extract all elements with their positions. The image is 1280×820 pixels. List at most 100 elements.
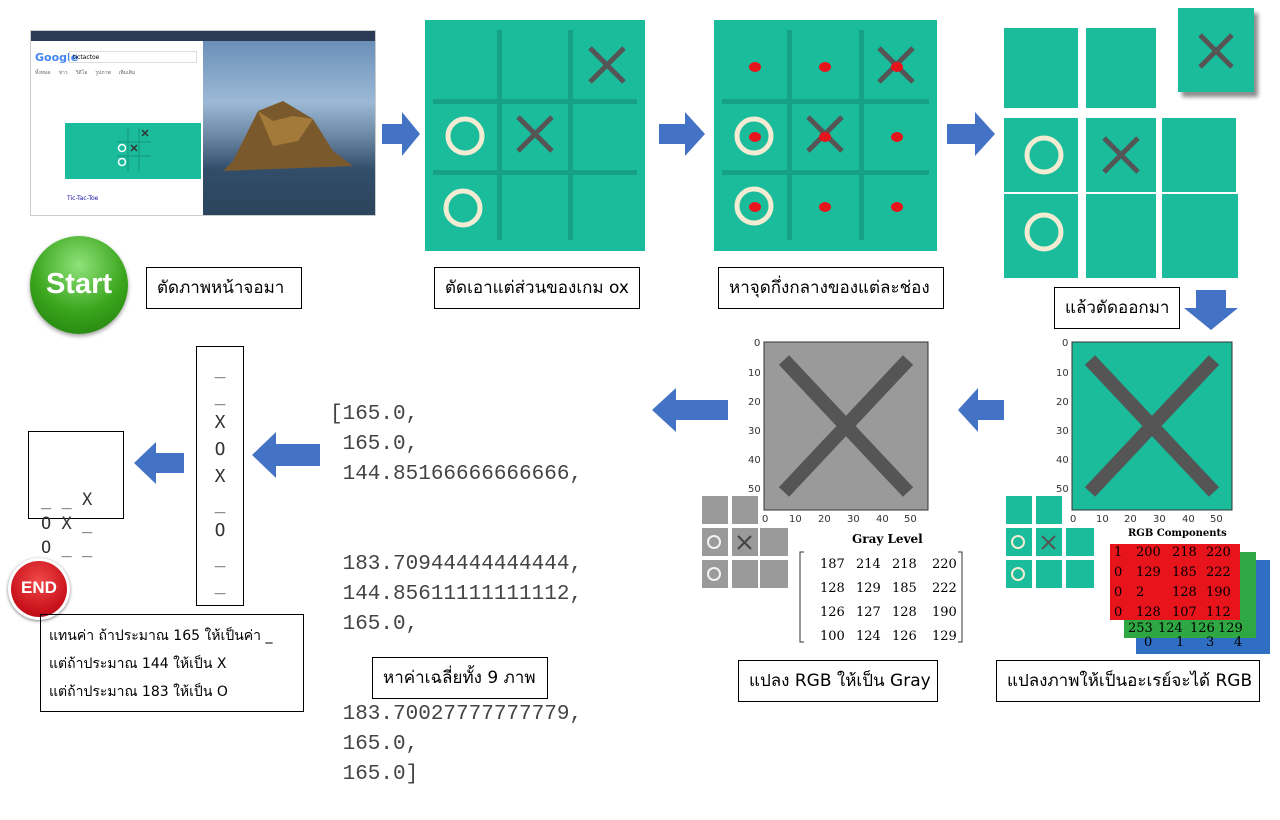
svg-text:0: 0	[754, 338, 760, 349]
svg-text:40: 40	[1182, 514, 1195, 525]
svg-text:0: 0	[1070, 514, 1076, 525]
rgb-red-cell: 220	[1206, 545, 1231, 560]
rgb-green-cell: 253	[1128, 621, 1153, 636]
svg-text:50: 50	[748, 484, 761, 495]
google-logo: Google	[35, 51, 79, 64]
rgb-green-cell: 129	[1218, 621, 1243, 636]
gray-matrix-cell: 129	[932, 629, 957, 644]
svg-text:20: 20	[1124, 514, 1137, 525]
arrow-left-3	[252, 432, 320, 478]
gray-title: Gray Level	[852, 532, 923, 546]
o-mark	[445, 116, 485, 156]
arrow-left-4	[134, 442, 184, 484]
start-label: Start	[45, 268, 113, 300]
gray-matrix-cell: 128	[892, 605, 917, 620]
rgb-green-cell: 126	[1190, 621, 1215, 636]
svg-text:20: 20	[818, 514, 831, 525]
rgb-red-cell: 128	[1172, 585, 1197, 600]
x-mark	[588, 46, 626, 84]
end-button: END	[8, 558, 70, 620]
gray-matrix-cell: 185	[892, 581, 917, 596]
rgb-title: RGB Components	[1128, 528, 1227, 539]
svg-text:20: 20	[1056, 397, 1069, 408]
gray-matrix-cell: 124	[856, 629, 881, 644]
search-input[interactable]: tictactoe	[69, 51, 197, 63]
center-dots	[749, 62, 903, 212]
gray-matrix-cell: 214	[856, 557, 881, 572]
rgb-red-cell: 185	[1172, 565, 1197, 580]
step7-label: หาค่าเฉลี่ยทั้ง 9 ภาพ	[372, 657, 548, 699]
rgb-red-cell: 2	[1136, 585, 1144, 600]
tab-more[interactable]: เพิ่มเติม	[118, 70, 136, 76]
svg-text:0: 0	[762, 514, 768, 525]
gray-matrix-cell: 187	[820, 557, 845, 572]
tab-news[interactable]: ข่าว	[58, 70, 68, 76]
rgb-red-cell: 200	[1136, 545, 1161, 560]
svg-text:50: 50	[1056, 484, 1069, 495]
result-title[interactable]: Tic-Tac-Toe	[67, 195, 99, 202]
rgb-red-cell: 107	[1172, 605, 1197, 620]
rgb-red-cell: 129	[1136, 565, 1161, 580]
averages-list: [165.0, 165.0, 144.85166666666666, 183.7…	[330, 403, 583, 786]
gray-matrix-cell: 128	[820, 581, 845, 596]
gray-matrix-cell: 190	[932, 605, 957, 620]
tab-all[interactable]: ทั้งหมด	[35, 70, 51, 76]
svg-text:10: 10	[1056, 368, 1069, 379]
rgb-small-grid	[1006, 496, 1094, 588]
svg-text:30: 30	[748, 426, 761, 437]
rgb-blue-cell: 4	[1234, 635, 1242, 650]
rgb-red-cell: 190	[1206, 585, 1231, 600]
mapping-note: แทนค่า ถ้าประมาณ 165 ให้เป็นค่า _ แต่ถ้า…	[40, 614, 304, 712]
arrow-right-2	[659, 112, 705, 156]
gray-matrix-cell: 222	[932, 581, 957, 596]
screenshot-panel: Google tictactoe ทั้งหมด ข่าว วิดีโอ รูป…	[30, 30, 376, 216]
end-label: END	[21, 578, 57, 597]
rgb-blue-cell: 0	[1144, 635, 1152, 650]
svg-text:40: 40	[876, 514, 889, 525]
svg-text:30: 30	[1056, 426, 1069, 437]
note-line-2: แต่ถ้าประมาณ 144 ให้เป็น X	[49, 656, 227, 672]
arrow-down	[1184, 290, 1238, 330]
step1-label: ตัดภาพหน้าจอมา	[146, 267, 302, 309]
start-button: Start	[30, 236, 128, 334]
svg-text:20: 20	[748, 397, 761, 408]
note-line-3: แต่ถ้าประมาณ 183 ให้เป็น O	[49, 684, 228, 700]
rgb-blue-cell: 3	[1206, 635, 1214, 650]
gray-matrix-cell: 127	[856, 605, 881, 620]
svg-text:10: 10	[789, 514, 802, 525]
step4-label: แล้วตัดออกมา	[1054, 287, 1180, 329]
center-points-board	[714, 20, 937, 251]
tab-video[interactable]: วิดีโอ	[75, 70, 88, 76]
rgb-red-cell: 218	[1172, 545, 1197, 560]
cropped-board	[425, 20, 645, 251]
rgb-red-cell: 222	[1206, 565, 1231, 580]
arrow-right-1	[382, 112, 420, 156]
svg-text:50: 50	[1210, 514, 1223, 525]
cut-tiles	[1002, 8, 1262, 278]
x-mark	[516, 115, 554, 153]
rgb-green-cell: 124	[1158, 621, 1183, 636]
note-line-1: แทนค่า ถ้าประมาณ 165 ให้เป็นค่า _	[49, 628, 273, 644]
rgb-red-cell: 112	[1206, 605, 1231, 620]
gray-matrix-cell: 100	[820, 629, 845, 644]
rgb-red-cell: 1	[1114, 545, 1122, 560]
arrow-left-2	[652, 388, 728, 432]
tab-images[interactable]: รูปภาพ	[95, 70, 111, 76]
svg-text:10: 10	[748, 368, 761, 379]
svg-text:30: 30	[1153, 514, 1166, 525]
gray-matrix-cell: 126	[820, 605, 845, 620]
arrow-left-1	[958, 388, 1004, 432]
o-mark	[443, 188, 483, 228]
rgb-blue-cell: 1	[1176, 635, 1184, 650]
gray-matrix-cell: 218	[892, 557, 917, 572]
rgb-red-cell: 0	[1114, 605, 1122, 620]
svg-text:50: 50	[904, 514, 917, 525]
gray-matrix-cell: 126	[892, 629, 917, 644]
svg-text:10: 10	[1096, 514, 1109, 525]
